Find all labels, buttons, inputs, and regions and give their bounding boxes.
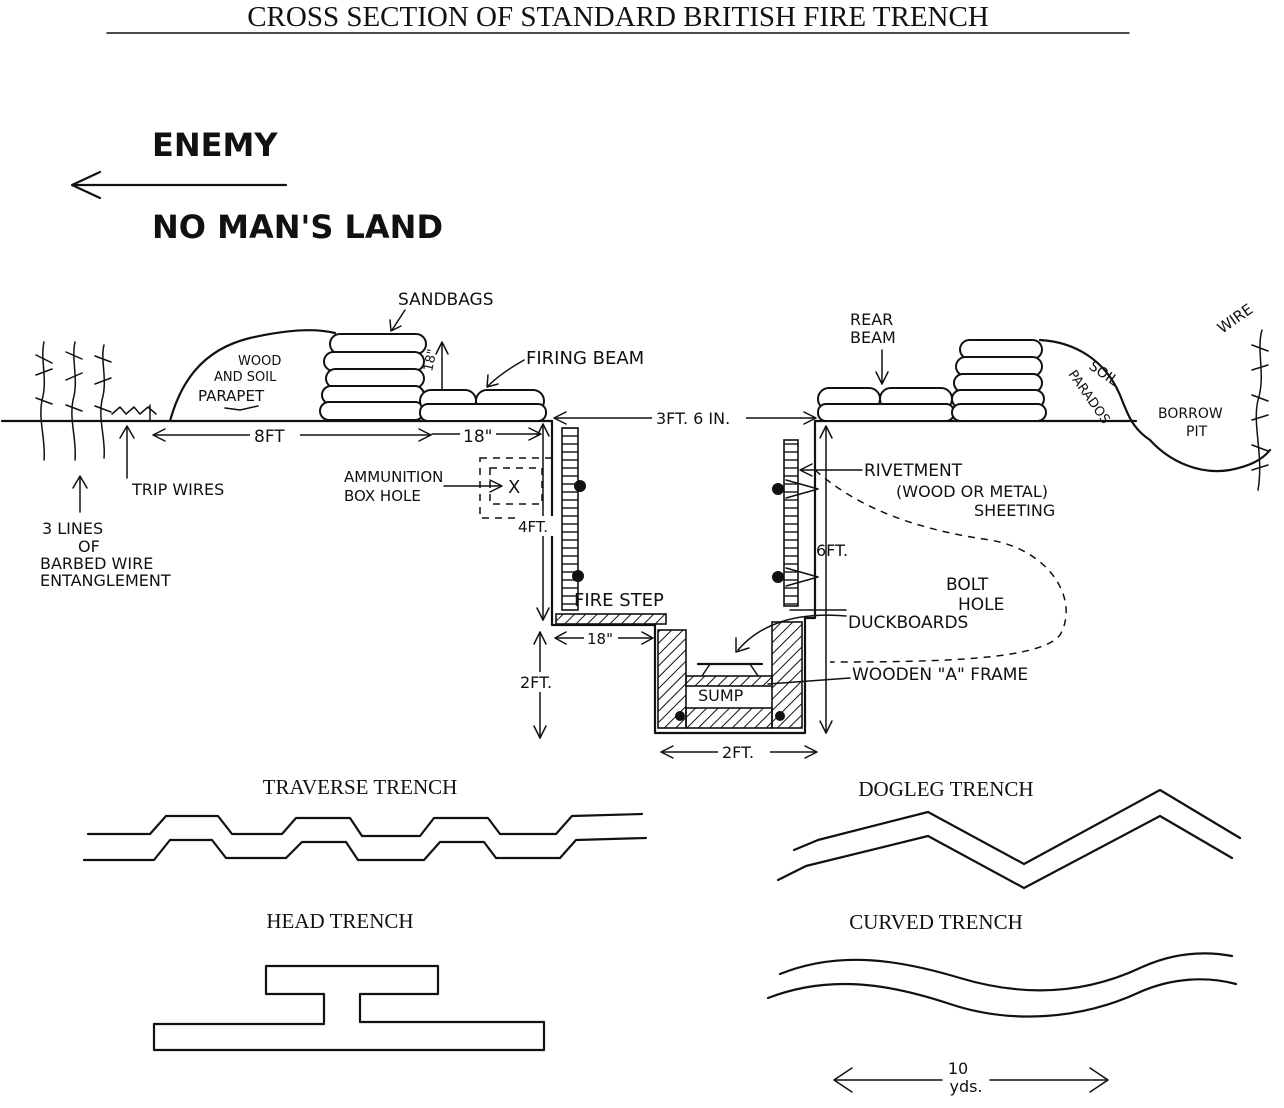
- duckboards-arrow: [735, 609, 847, 653]
- barbed-wire-label-4: ENTANGLEMENT: [40, 571, 171, 590]
- rear-beam: [817, 387, 955, 422]
- wire-label: WIRE: [1214, 300, 1256, 337]
- dimension-18-top-label: 18": [463, 427, 492, 447]
- bolt-hole-label-2: HOLE: [958, 595, 1004, 615]
- ammo-box-hole: [479, 457, 553, 519]
- ammo-arrow: [443, 479, 503, 493]
- head-trench-title: HEAD TRENCH: [266, 909, 413, 933]
- dimension-3ft6-label: 3FT. 6 IN.: [656, 409, 730, 428]
- depth-4ft-label: 4FT.: [518, 518, 548, 536]
- duckboards-label: DUCKBOARDS: [848, 613, 968, 633]
- head-trench-plan: [152, 964, 546, 1052]
- curved-trench-plan: [766, 952, 1238, 1018]
- scale-bar: [833, 1067, 1109, 1093]
- no-mans-land-label: NO MAN'S LAND: [152, 208, 443, 246]
- firing-beam-label: FIRING BEAM: [526, 348, 644, 369]
- barbed-wire-icon: [35, 341, 112, 461]
- parapet-label-3: PARAPET: [198, 387, 265, 405]
- duckboards: [696, 662, 764, 677]
- sandbags-arrow: [389, 309, 406, 332]
- barbed-wire-label-2: OF: [78, 537, 100, 556]
- parapet-scribble: [224, 405, 259, 411]
- rear-beam-label-2: BEAM: [850, 328, 896, 347]
- scale-label-2: yds.: [949, 1077, 982, 1096]
- a-frame-label: WOODEN "A" FRAME: [852, 665, 1028, 685]
- enemy-arrow: [70, 170, 288, 200]
- sandbags-label: SANDBAGS: [398, 290, 494, 310]
- ammo-label-2: BOX HOLE: [344, 487, 421, 505]
- rear-beam-label-1: REAR: [850, 310, 893, 329]
- page-title: CROSS SECTION OF STANDARD BRITISH FIRE T…: [247, 1, 989, 33]
- rear-wire-icon: [1251, 329, 1269, 491]
- firing-beam-arrow: [486, 359, 525, 388]
- dimension-18-step-label: 18": [587, 630, 613, 648]
- borrow-pit-label-2: PIT: [1186, 424, 1208, 440]
- parados-mound: [1038, 338, 1272, 473]
- fire-step-label: FIRE STEP: [574, 590, 664, 611]
- front-revetment: [561, 427, 579, 611]
- a-frame-leader: [767, 677, 851, 685]
- depth-6ft: [819, 425, 833, 734]
- trip-wires-icon: [111, 404, 157, 422]
- bolt-hole-outline: [814, 469, 1067, 663]
- rivetment-label-3: SHEETING: [974, 501, 1055, 520]
- traverse-trench-title: TRAVERSE TRENCH: [263, 775, 458, 799]
- bolt-hole-label-1: BOLT: [946, 575, 989, 595]
- rear-beam-arrow: [875, 349, 889, 385]
- width-2ft-label: 2FT.: [722, 743, 754, 762]
- dogleg-trench-title: DOGLEG TRENCH: [858, 777, 1033, 801]
- parapet-label-2: AND SOIL: [214, 370, 277, 385]
- fire-step: [555, 613, 667, 625]
- ammo-box-x: X: [508, 477, 520, 498]
- sandbags-parapet: [319, 333, 427, 421]
- rivetment-label-1: RIVETMENT: [864, 461, 963, 481]
- dimension-8ft-label: 8FT: [254, 427, 285, 447]
- rivetment-label-2: (WOOD OR METAL): [896, 482, 1048, 501]
- parapet-label-1: WOOD: [238, 354, 281, 369]
- trench-outline: [550, 419, 817, 735]
- depth-2ft-label: 2FT.: [520, 673, 552, 692]
- dogleg-trench-plan: [776, 788, 1242, 890]
- trip-wires-arrow: [119, 425, 135, 479]
- sandbags-parados: [951, 339, 1047, 422]
- ammo-label-1: AMMUNITION: [344, 468, 443, 486]
- depth-6ft-label: 6FT.: [816, 541, 848, 560]
- revetment-bolts: [572, 479, 819, 587]
- borrow-pit-label-1: BORROW: [1158, 406, 1223, 422]
- barbed-wire-label-1: 3 LINES: [42, 519, 103, 538]
- barbed-wire-arrow: [72, 475, 88, 513]
- a-frame-sump: [657, 621, 803, 729]
- barbed-wire-label-3: BARBED WIRE: [40, 554, 153, 573]
- height-18-label: 18": [421, 348, 440, 373]
- trip-wires-label: TRIP WIRES: [131, 480, 224, 499]
- sump-label: SUMP: [698, 686, 744, 705]
- rivetment-arrow: [799, 463, 863, 477]
- curved-trench-title: CURVED TRENCH: [849, 910, 1023, 934]
- scale-label-1: 10: [948, 1059, 968, 1078]
- enemy-label: ENEMY: [152, 126, 278, 164]
- traverse-trench-plan: [82, 812, 648, 862]
- firing-beam: [419, 389, 547, 422]
- rear-revetment: [783, 439, 799, 607]
- parapet-mound: [168, 329, 337, 423]
